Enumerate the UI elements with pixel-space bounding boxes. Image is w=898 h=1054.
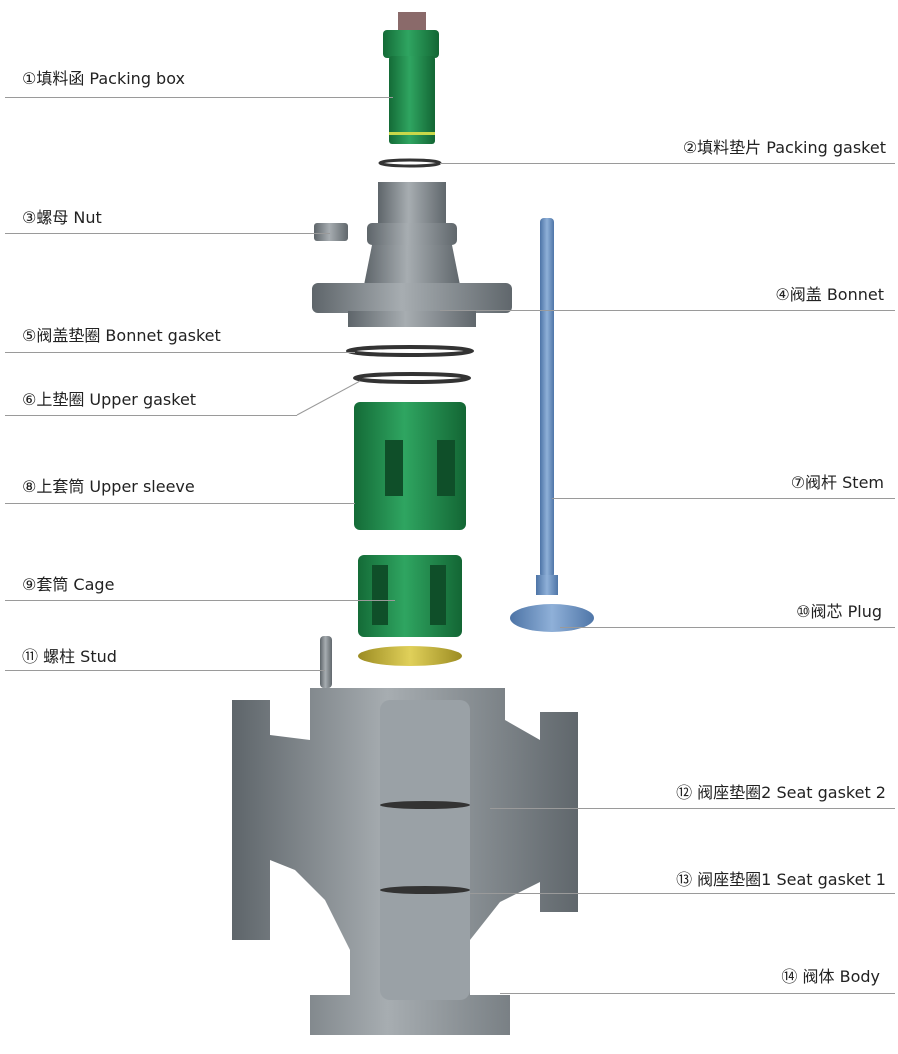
nut-part	[314, 223, 348, 241]
upper-gasket-part	[353, 372, 471, 384]
label-packing-gasket: ②填料垫片 Packing gasket	[682, 138, 886, 157]
label-packing-box: ①填料函 Packing box	[22, 69, 185, 88]
label-plug: ⑩阀芯 Plug	[796, 602, 882, 621]
bonnet-part	[312, 182, 512, 327]
bonnet-gasket-part	[346, 345, 474, 357]
stud-part	[320, 636, 332, 688]
label-bonnet: ④阀盖 Bonnet	[775, 285, 884, 304]
cage-part	[358, 555, 462, 637]
label-stem: ⑦阀杆 Stem	[790, 473, 884, 492]
label-upper-gasket: ⑥上垫圈 Upper gasket	[22, 390, 197, 409]
label-upper-sleeve: ⑧上套筒 Upper sleeve	[22, 477, 195, 496]
label-cage: ⑨套筒 Cage	[22, 575, 115, 594]
label-seat-gasket-2: ⑫ 阀座垫圈2 Seat gasket 2	[676, 783, 886, 802]
packing-box-part	[383, 12, 439, 144]
label-nut: ③螺母 Nut	[22, 208, 102, 227]
label-seat-gasket-1: ⑬ 阀座垫圈1 Seat gasket 1	[676, 870, 886, 889]
valve-body-part	[232, 688, 578, 1035]
label-bonnet-gasket: ⑤阀盖垫圈 Bonnet gasket	[22, 326, 221, 345]
label-stud: ⑪ 螺柱 Stud	[22, 647, 117, 666]
upper-sleeve-part	[354, 402, 466, 530]
label-body: ⑭ 阀体 Body	[781, 967, 880, 986]
stem-plug-part	[510, 218, 594, 632]
seat-ring-part	[358, 646, 462, 666]
